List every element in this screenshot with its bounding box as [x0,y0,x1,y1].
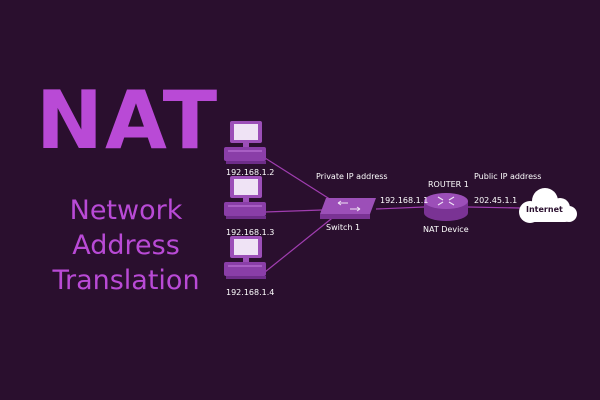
computer-icon [224,236,266,279]
switch-ip-label: 192.168.1.1 [380,196,429,205]
host2-ip-label: 192.168.1.3 [226,228,275,237]
subtitle-address: Address [72,230,180,261]
link-switch-router [375,206,425,210]
connection-lines [264,157,521,273]
switch-icon [320,198,376,219]
subtitle-translation: Translation [52,265,200,296]
nat-device-label: NAT Device [423,225,469,234]
public-ip-value: 202.45.1.1 [474,196,518,205]
computer-icon [224,176,266,219]
link-host1-switch [264,157,337,204]
router-icon [424,193,468,221]
computer-icon [224,121,266,164]
cloud-icon [519,188,577,223]
router-label: ROUTER 1 [428,180,469,189]
link-host3-switch [264,214,337,273]
switch-label: Switch 1 [326,223,361,232]
subtitle-network: Network [69,195,183,226]
nat-title: NAT [36,74,220,167]
host1-ip-label: 192.168.1.2 [226,168,275,177]
internet-label: Internet [526,205,563,214]
host3-ip-label: 192.168.1.4 [226,288,275,297]
link-host2-switch [264,209,323,213]
private-ip-label: Private IP address [316,172,388,181]
link-router-internet [467,206,521,209]
public-ip-label: Public IP address [474,172,542,181]
